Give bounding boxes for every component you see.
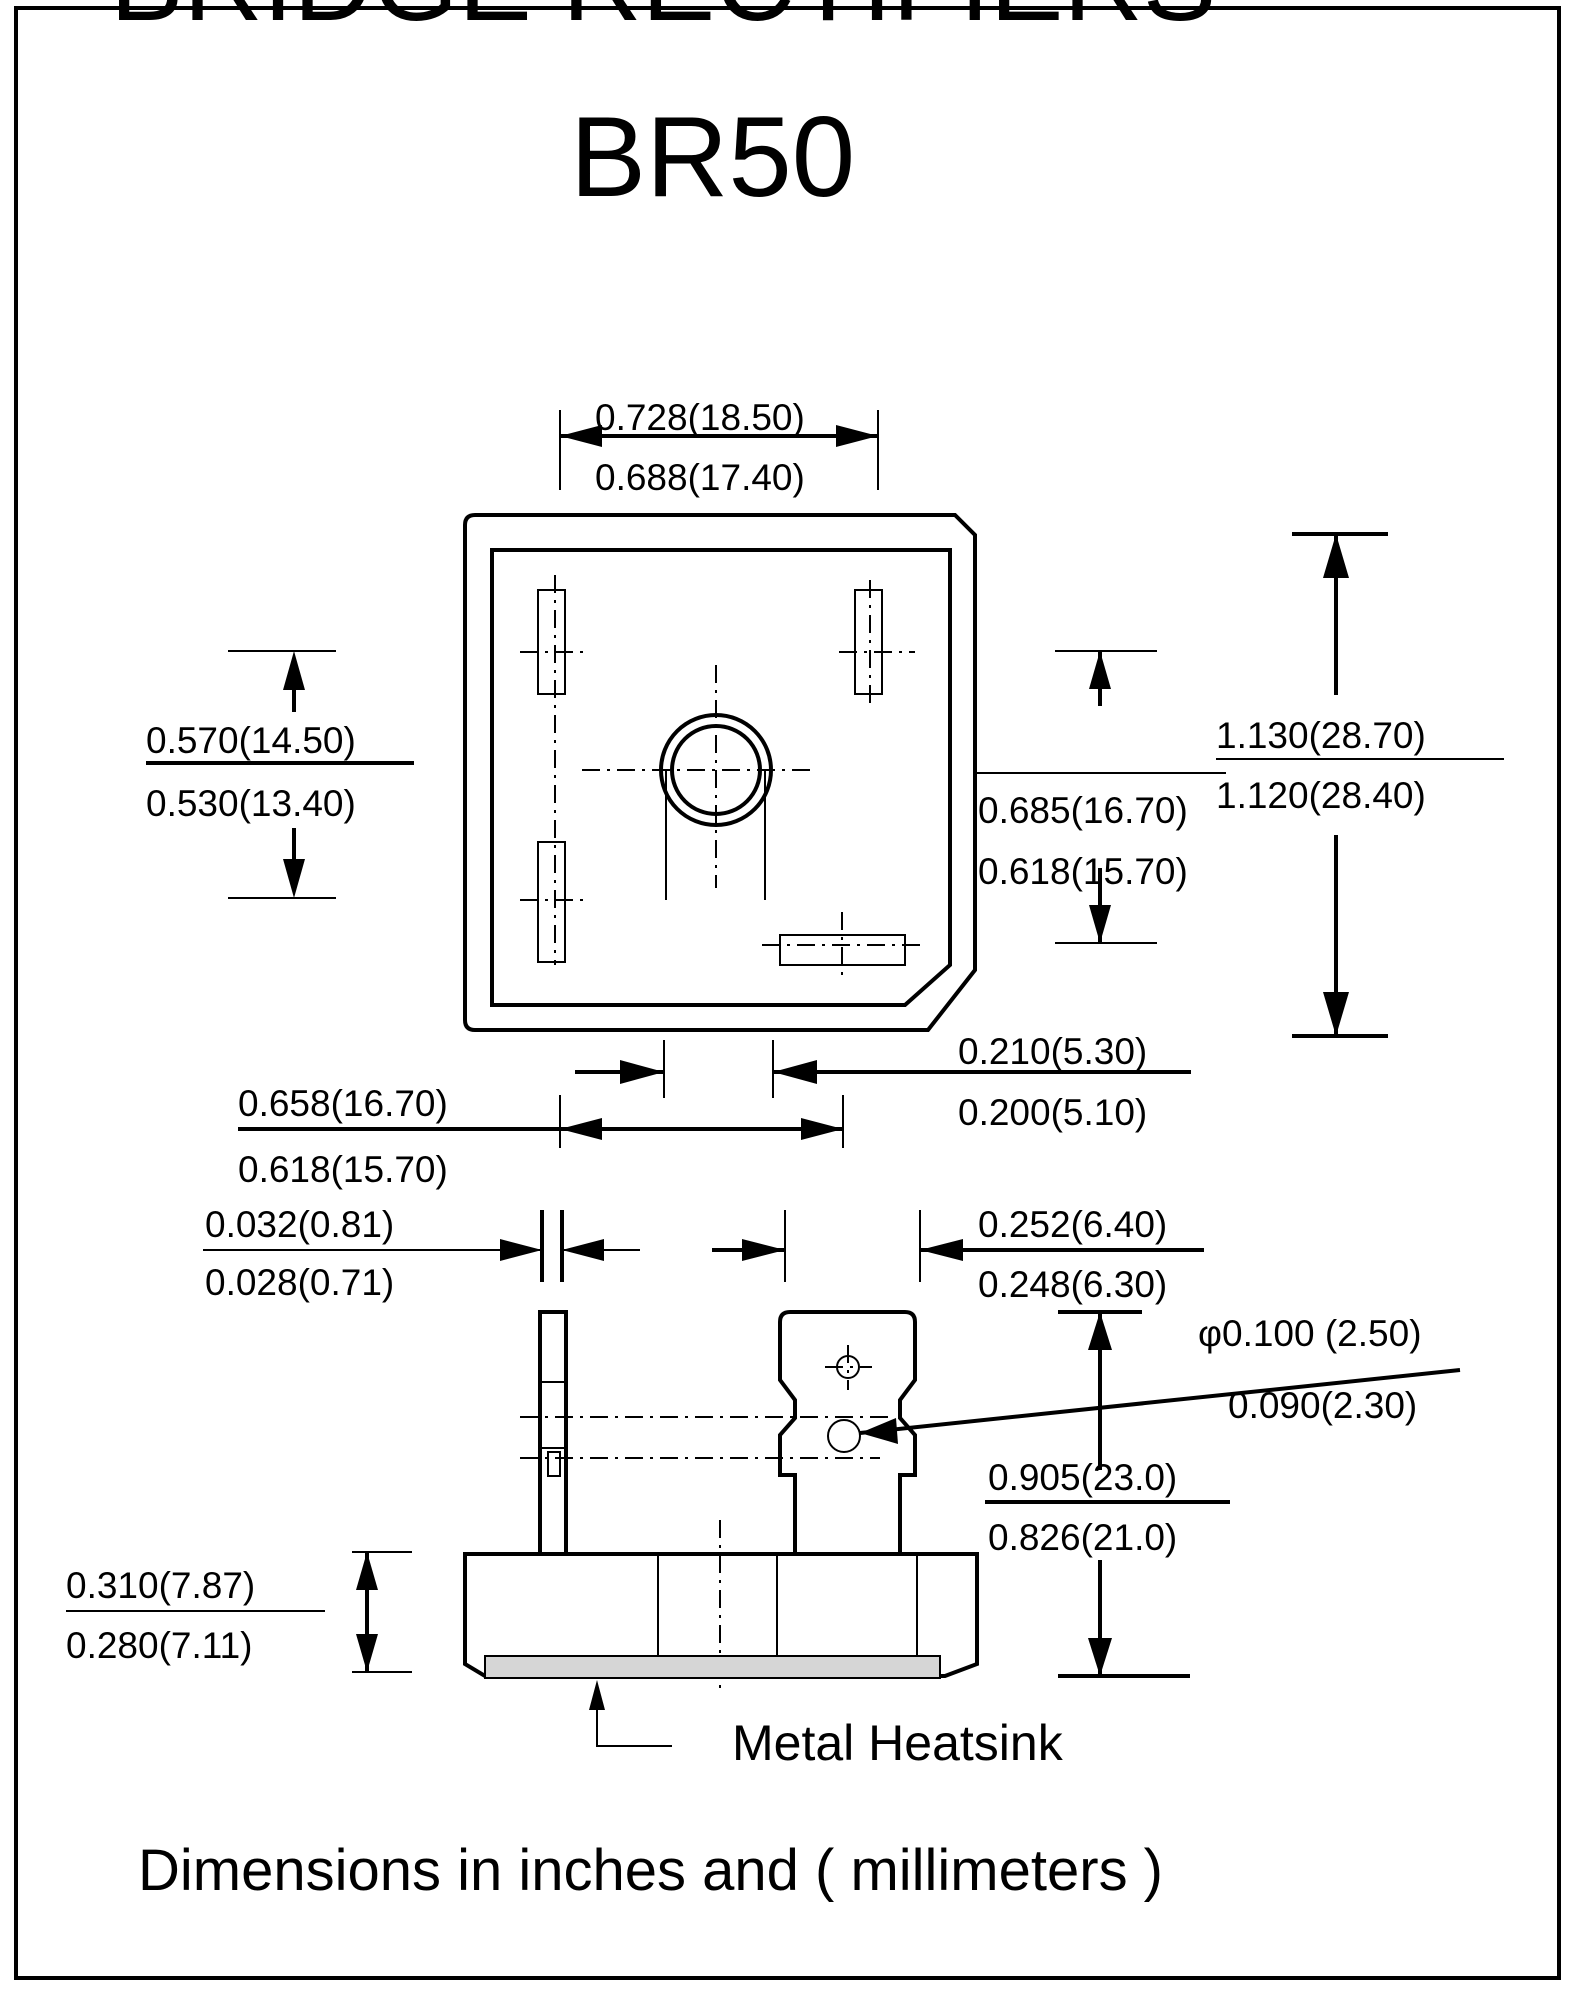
dimension-max-text: 0.032(0.81) <box>205 1204 394 1245</box>
dimension-body-height: 1.130(28.70) 1.120(28.40) <box>1216 532 1504 1038</box>
metal-heatsink <box>484 1655 941 1679</box>
arrowhead-up <box>283 651 305 690</box>
extension-lines <box>663 1040 774 1098</box>
lead-thin-left <box>538 1310 568 1556</box>
pin-slot-top-left <box>537 589 566 695</box>
lead-hole <box>827 1419 861 1453</box>
lead-wide-right <box>778 1310 917 1554</box>
arrowhead-up <box>1323 534 1349 578</box>
dimension-max-text: 0.252(6.40) <box>978 1204 1167 1245</box>
base-body <box>463 1552 979 1678</box>
side-view <box>463 1310 979 1690</box>
arrowhead-left <box>562 1239 604 1261</box>
arrowhead-left <box>773 1060 817 1084</box>
dimension-max-text: 0.905(23.0) <box>988 1457 1177 1498</box>
lead-thin-details <box>540 1381 566 1477</box>
arrowhead-right <box>801 1118 843 1140</box>
dimension-max-text: 1.130(28.70) <box>1216 715 1426 756</box>
dimension-min-text: 0.618(15.70) <box>238 1149 448 1190</box>
dimension-max-text: 0.685(16.70) <box>978 790 1188 831</box>
dimension-min-text: 1.120(28.40) <box>1216 775 1426 816</box>
dimension-lead-length: 0.905(23.0) 0.826(21.0) <box>985 1310 1230 1678</box>
arrowhead-down <box>283 859 305 898</box>
dimension-lead-span: 0.658(16.70) 0.618(15.70) <box>238 1083 844 1190</box>
dimension-max-text: 0.570(14.50) <box>146 720 356 761</box>
heatsink-label: Metal Heatsink <box>732 1715 1064 1771</box>
dimension-lead-thickness: 0.032(0.81) 0.028(0.71) <box>203 1204 640 1303</box>
pin-slot-bottom-left <box>537 841 566 963</box>
arrowhead-right <box>836 425 878 447</box>
extension-lines <box>559 1095 844 1148</box>
series-title: BRIDGE RECTIFIERS <box>110 0 1216 44</box>
dimension-max-text: φ0.100 (2.50) <box>1198 1313 1422 1354</box>
dimension-lead-width: 0.252(6.40) 0.248(6.30) <box>712 1204 1204 1305</box>
arrowhead-left <box>560 425 602 447</box>
dimension-max-text: 0.658(16.70) <box>238 1083 448 1124</box>
extension-lines <box>1292 532 1388 1038</box>
arrowhead-down <box>356 1634 378 1672</box>
extension-lines <box>559 410 879 490</box>
body-outer-outline <box>463 513 977 1032</box>
dimension-left-pitch: 0.570(14.50) 0.530(13.40) <box>146 650 414 899</box>
dimension-right-pitch: 0.685(16.70) 0.618(15.70) <box>975 650 1226 944</box>
extension-lines <box>540 1210 564 1282</box>
pin-slot-top-right <box>854 589 883 695</box>
extension-lines <box>352 1551 412 1673</box>
arrowhead-right <box>500 1239 542 1261</box>
arrowhead <box>589 1680 605 1710</box>
dimension-min-text: 0.248(6.30) <box>978 1264 1167 1305</box>
dimension-hole-diameter: φ0.100 (2.50) 0.090(2.30) <box>859 1313 1461 1444</box>
arrowhead-down <box>1088 1638 1112 1676</box>
dimension-min-text: 0.826(21.0) <box>988 1517 1177 1558</box>
dimension-min-text: 0.618(15.70) <box>978 851 1188 892</box>
units-note: Dimensions in inches and ( millimeters ) <box>138 1838 1163 1903</box>
arrowhead-up <box>356 1552 378 1590</box>
dimension-min-text: 0.090(2.30) <box>1228 1385 1417 1426</box>
side-center-lines <box>520 1345 895 1459</box>
dimension-max-text: 0.310(7.87) <box>66 1565 255 1606</box>
dimension-min-text: 0.280(7.11) <box>66 1625 253 1666</box>
dimension-max-text: 0.210(5.30) <box>958 1031 1147 1072</box>
arrowhead-down <box>1089 905 1111 943</box>
arrowhead-left <box>920 1239 963 1261</box>
dimension-min-text: 0.028(0.71) <box>205 1262 394 1303</box>
extension-lines <box>228 650 336 899</box>
heatsink-callout: Metal Heatsink <box>589 1680 1064 1771</box>
leader-line <box>859 1368 1461 1435</box>
hole-projection-lines <box>665 770 766 900</box>
part-number-title: BR50 <box>570 94 855 221</box>
dimension-base-height: 0.310(7.87) 0.280(7.11) <box>66 1551 412 1673</box>
arrowhead-left <box>560 1118 602 1140</box>
dimension-lead-gap: 0.210(5.30) 0.200(5.10) <box>575 1031 1191 1133</box>
arrowhead-right <box>620 1060 664 1084</box>
body-inner-outline <box>490 548 952 1007</box>
dimension-min-text: 0.200(5.10) <box>958 1092 1147 1133</box>
dimension-min-text: 0.688(17.40) <box>595 457 805 498</box>
dimension-max-text: 0.728(18.50) <box>595 397 805 438</box>
arrowhead-up <box>1088 1312 1112 1350</box>
top-view <box>463 513 977 1032</box>
arrowhead-right <box>742 1239 785 1261</box>
extension-lines <box>975 650 1226 944</box>
dimension-width-top: 0.728(18.50) 0.688(17.40) <box>559 397 879 498</box>
drawing-frame <box>14 6 1561 1980</box>
leader-line <box>596 1688 672 1747</box>
dimension-min-text: 0.530(13.40) <box>146 783 356 824</box>
arrowhead <box>860 1418 898 1444</box>
extension-lines <box>784 1210 921 1282</box>
center-lines <box>520 575 925 978</box>
arrowhead-down <box>1323 992 1349 1036</box>
arrowhead-up <box>1089 651 1111 689</box>
